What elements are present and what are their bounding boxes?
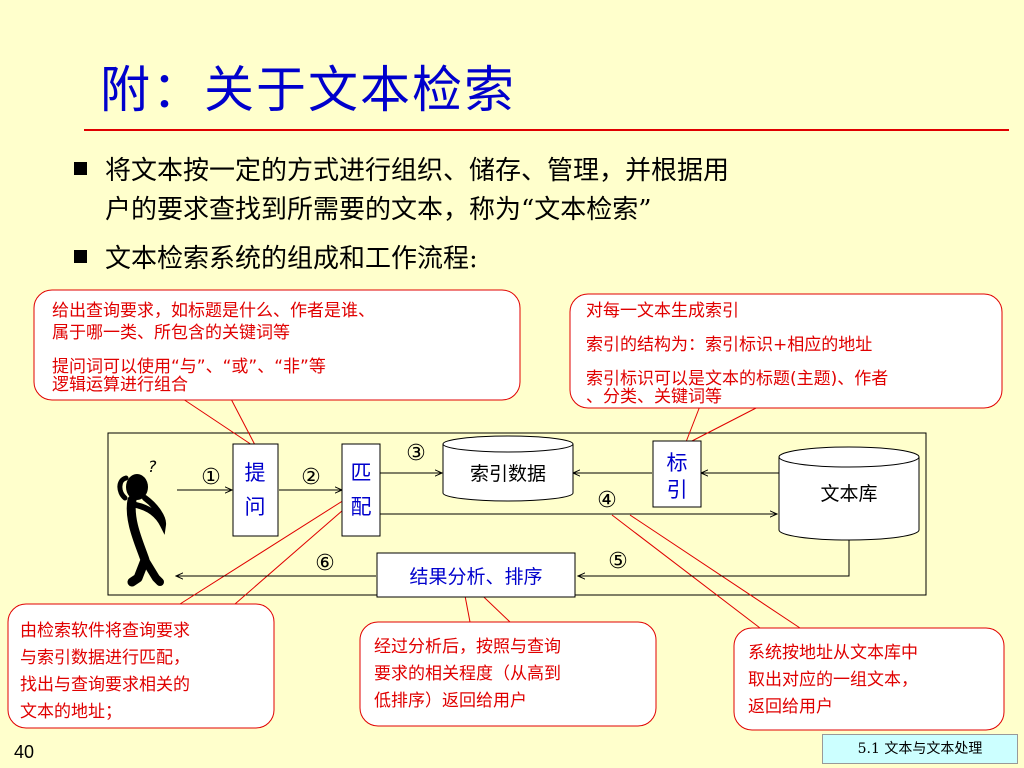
bullet-item-1: 将文本按一定的方式进行组织、储存、管理，并根据用户的要求查找到所需要的文本，称为… [74,152,729,230]
bullet-1-line-1: 将文本按一定的方式进行组织、储存、管理，并根据用 [105,156,730,186]
thought-question-mark: ? [148,457,157,476]
node-match [341,443,381,537]
node-ask-label-2: 问 [245,495,266,519]
step-3-marker: ③ [406,441,426,466]
bullet-2-text: 文本检索系统的组成和工作流程: [105,244,478,274]
title-divider [84,129,1009,131]
step-6-marker: ⑥ [315,551,335,576]
node-text-db-cylinder [778,446,920,541]
callout-query-line-3: 提问词可以使用“与”、“或”、“非”等 [52,356,326,377]
node-text-db-label: 文本库 [820,483,877,505]
thinking-person-icon: ? [117,457,167,587]
arrow-db-to-result [578,537,850,576]
step-5-marker: ⑤ [608,549,628,574]
node-ask-label-1: 提 [245,461,266,485]
step-4-marker: ④ [597,488,617,513]
callout-sort-line-1: 经过分析后，按照与查询 [374,637,561,657]
callout-match-line-1: 由检索软件将查询要求 [20,621,190,641]
node-index-data-cylinder [442,435,574,502]
square-bullet-icon [74,162,87,175]
callout-match-line-4: 文本的地址； [20,702,122,722]
pointer-fetch-2 [629,514,801,629]
callout-query-line-2: 属于哪一类、所包含的关键词等 [52,323,290,343]
callout-query-box [33,289,521,401]
pointer-match [179,494,353,605]
node-index-data-label: 索引数据 [470,463,546,485]
pointer-index [685,405,701,443]
callout-sort-box [359,621,657,727]
node-label-label-2: 引 [667,478,688,502]
section-footer: 5.1 文本与文本处理 [822,734,1018,764]
pointer-index-2 [689,405,761,443]
node-result [376,552,576,598]
node-result-label: 结果分析、排序 [409,566,542,588]
callout-query-line-4: 逻辑运算进行组合 [52,375,188,395]
pointer-match-2 [234,496,359,605]
callout-query-line-1: 给出查询要求，如标题是什么、作者是谁、 [52,301,375,321]
step-2-marker: ② [301,465,321,490]
callout-fetch-line-3: 返回给用户 [748,697,833,717]
callout-pointers [179,396,801,629]
node-ask [232,443,279,537]
flow-arrows [176,473,850,576]
callout-match-box [7,603,275,729]
callout-fetch-line-1: 系统按地址从文本库中 [748,643,918,663]
bullet-item-2: 文本检索系统的组成和工作流程: [74,240,478,279]
node-label-label-1: 标 [667,451,688,475]
callout-index-line-3: 索引标识可以是文本的标题(主题)、作者 [586,369,888,389]
callout-sort-line-3: 低排序）返回给用户 [374,691,527,711]
node-label [652,440,702,508]
callout-index-line-1: 对每一文本生成索引 [586,301,739,321]
callout-match-line-2: 与索引数据进行匹配， [20,648,190,668]
callout-index-line-4: 、分类、关键词等 [586,387,722,407]
callout-match-line-3: 找出与查询要求相关的 [20,675,190,695]
square-bullet-icon [74,250,87,263]
bullet-1-line-2: 户的要求查找到所需要的文本，称为“文本检索” [105,195,652,225]
slide-title: 附：关于文本检索 [100,61,516,119]
callout-texts: 给出查询要求，如标题是什么、作者是谁、 属于哪一类、所包含的关键词等 提问词可以… [20,301,918,722]
callout-index-box [569,293,1003,409]
callout-index-line-2: 索引的结构为：索引标识+相应的地址 [586,335,872,355]
pointer-query-2 [229,396,256,446]
pointer-query [179,396,253,446]
node-match-label-1: 匹 [351,461,372,485]
node-match-label-2: 配 [351,495,372,519]
callout-fetch-box [733,627,1005,731]
callout-sort-line-2: 要求的相关程度（从高到 [374,664,561,684]
callout-fetch-line-2: 取出对应的一组文本， [748,670,918,690]
step-1-marker: ① [201,465,221,490]
pointer-fetch [611,514,761,629]
page-number: 40 [14,742,35,762]
